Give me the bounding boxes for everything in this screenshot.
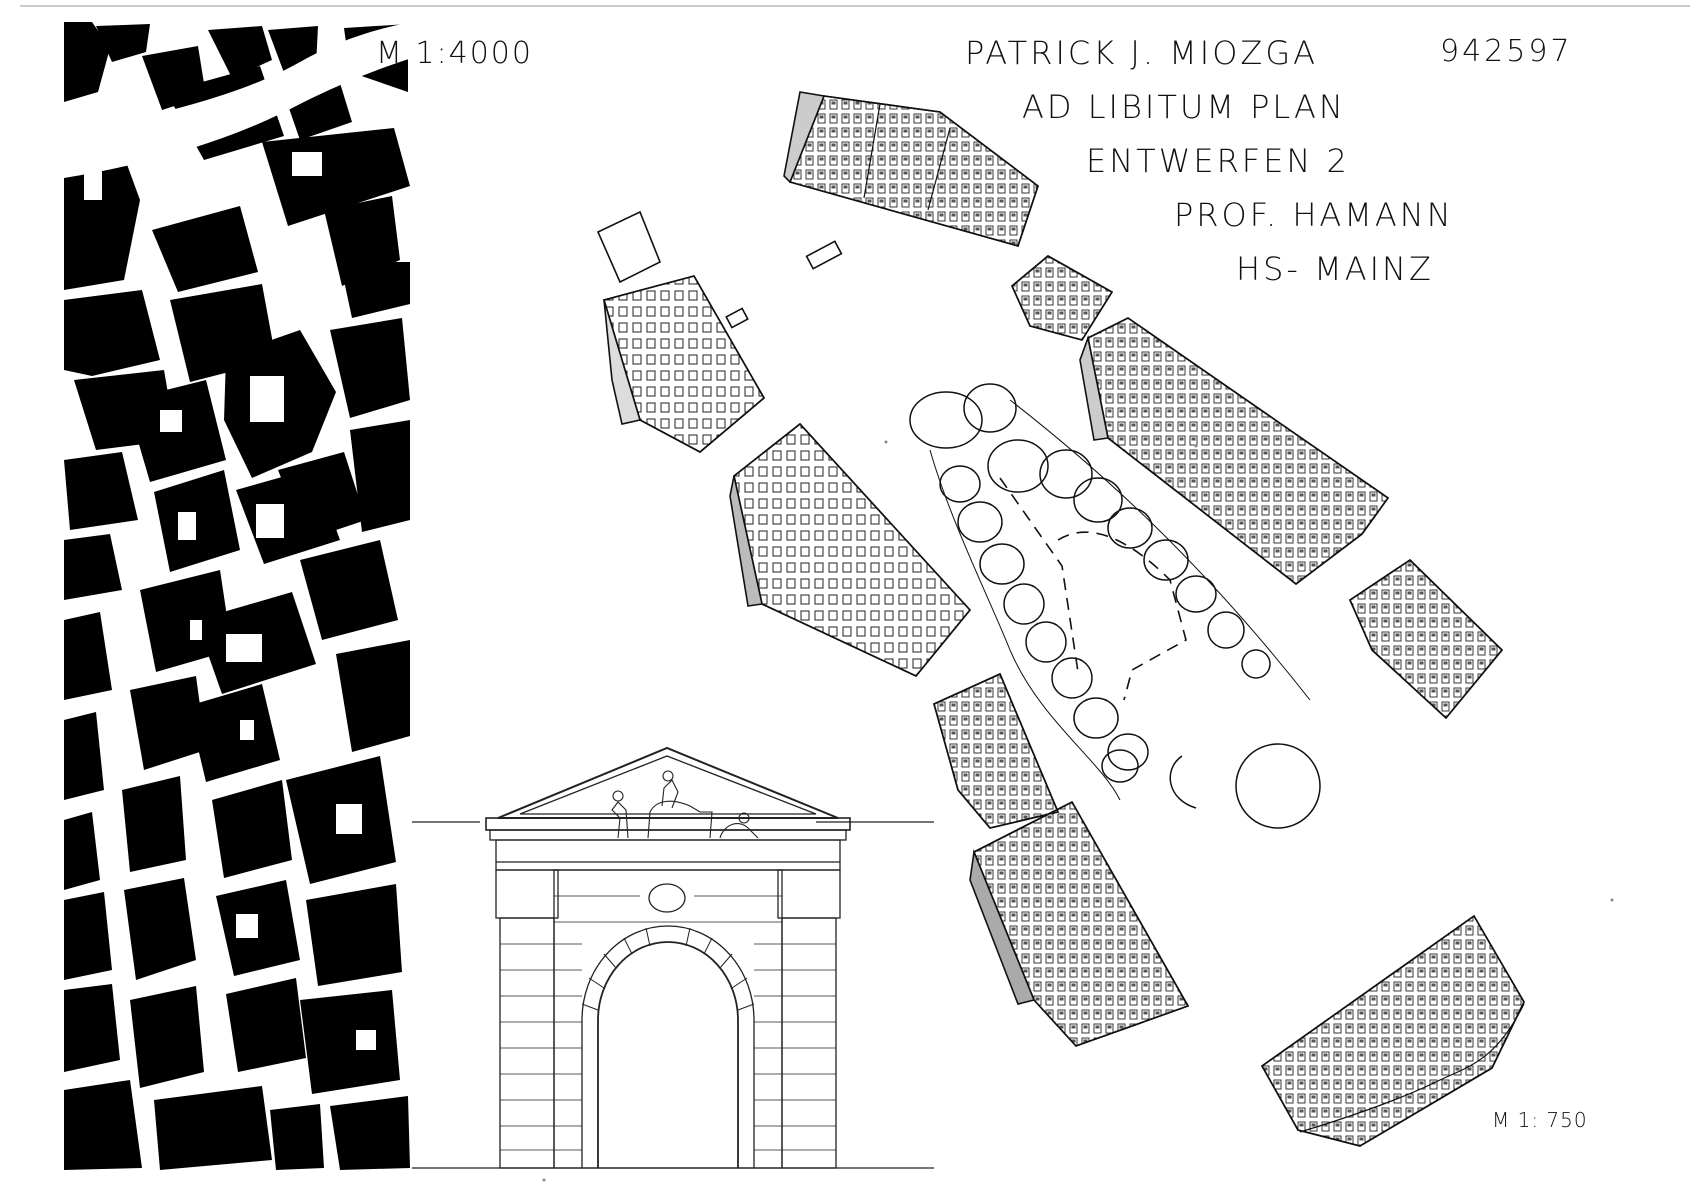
student-id: 942597 — [1440, 34, 1573, 69]
school-name: HS- MAINZ — [1236, 250, 1434, 288]
plan-buildings — [596, 91, 1525, 1147]
course-name: ENTWERFEN 2 — [1086, 142, 1350, 180]
author-name: PATRICK J. MIOZGA — [965, 34, 1318, 72]
figure-ground-map — [64, 22, 412, 1172]
sketch-marks — [542, 440, 1614, 1182]
gate-elevation-drawing — [412, 746, 934, 1169]
tree-canopies — [909, 383, 1321, 829]
professor-name: PROF. HAMANN — [1174, 196, 1454, 234]
plan-scale-label: M 1: 750 — [1492, 1108, 1588, 1132]
map-scale-label: M 1:4000 — [376, 36, 533, 71]
dashed-paths — [999, 477, 1187, 701]
plan-title: AD LIBITUM PLAN — [1022, 88, 1346, 126]
